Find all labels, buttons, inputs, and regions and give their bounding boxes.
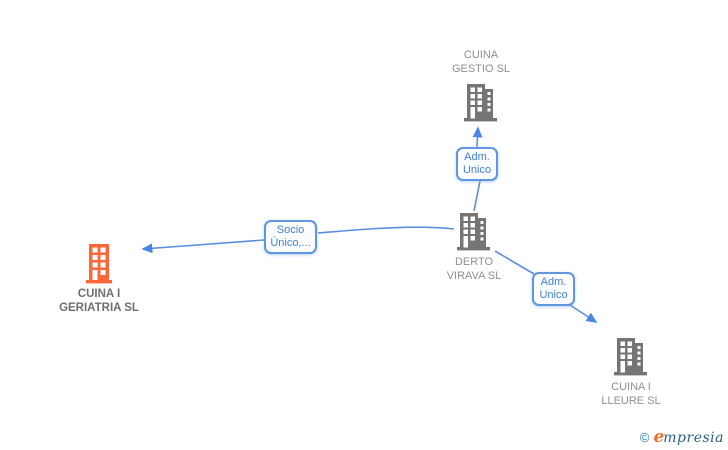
empresia-logo[interactable]: © e mpresia xyxy=(640,427,724,447)
company-name-line2: GESTIO SL xyxy=(451,63,511,75)
edge-label-line1: Socio xyxy=(276,224,305,236)
building-icon xyxy=(457,213,490,251)
company-node-cuina-gestio[interactable]: CUINA GESTIO SL xyxy=(421,48,541,123)
company-name: CUINA I GERIATRIA SL xyxy=(59,287,139,315)
company-name: CUINA I LLEURE SL xyxy=(601,380,660,408)
edge-label-line2: Unico xyxy=(539,289,568,301)
edge-arrow-to-cuina-gestio xyxy=(472,126,483,148)
edge-label-adm-unico-right[interactable]: Adm. Unico xyxy=(532,272,575,306)
edge-line-derto-to-admbox1 xyxy=(473,180,481,212)
edge-arrow-to-cuina-geriatria xyxy=(141,239,265,254)
company-node-derto-virava[interactable]: DERTO VIRAVA SL xyxy=(414,212,534,283)
company-name: CUINA GESTIO SL xyxy=(452,48,510,76)
company-node-cuina-geriatria[interactable]: CUINA I GERIATRIA SL xyxy=(39,244,159,315)
building-icon xyxy=(614,338,647,376)
edge-label-socio-unico[interactable]: Socio Único,... xyxy=(264,220,317,254)
edge-label-line2: Único,... xyxy=(270,237,311,249)
company-name: DERTO VIRAVA SL xyxy=(447,255,502,283)
company-node-cuina-lleure[interactable]: CUINA I LLEURE SL xyxy=(571,337,691,408)
company-name-line2: GERIATRIA SL xyxy=(59,302,139,314)
brand-name: mpresia xyxy=(663,430,724,446)
copyright-icon: © xyxy=(639,430,650,445)
company-name-line2: VIRAVA SL xyxy=(446,270,502,282)
edge-label-line1: Adm. xyxy=(464,151,490,163)
brand-initial: e xyxy=(653,427,665,447)
edge-label-adm-unico-top[interactable]: Adm. Unico xyxy=(456,147,498,181)
company-name-line1: CUINA xyxy=(463,49,499,61)
company-name-line1: CUINA I xyxy=(77,288,121,300)
company-name-line1: CUINA I xyxy=(611,381,651,393)
company-name-line1: DERTO xyxy=(454,256,494,268)
building-icon-highlighted xyxy=(86,244,112,284)
edge-label-line1: Adm. xyxy=(540,276,567,288)
company-name-line2: LLEURE SL xyxy=(601,395,661,407)
edge-arrow-to-cuina-lleure xyxy=(569,304,598,323)
building-icon xyxy=(464,84,497,122)
edge-label-line2: Unico xyxy=(462,164,492,176)
